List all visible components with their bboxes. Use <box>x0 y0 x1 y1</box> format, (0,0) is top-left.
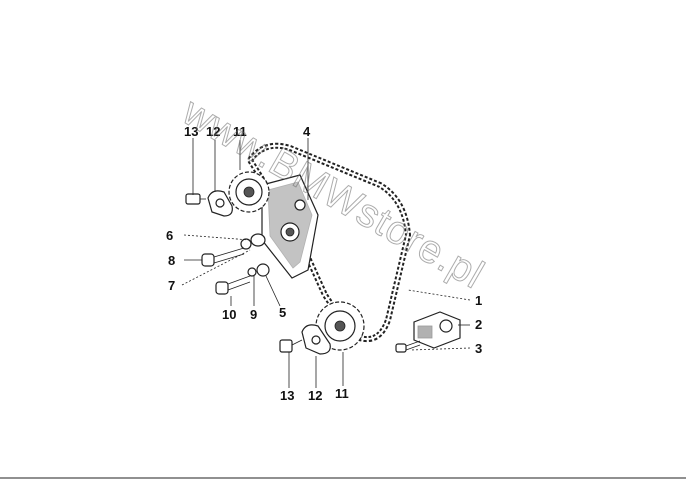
bolt-8 <box>201 247 245 267</box>
callout-8: 8 <box>168 253 175 268</box>
callout-3: 3 <box>475 341 482 356</box>
upper-sprocket <box>228 171 270 213</box>
callout-10: 10 <box>222 307 236 322</box>
callout-11-bottom: 11 <box>335 386 349 401</box>
upper-flange-plate <box>207 190 233 217</box>
callout-13-bottom: 13 <box>280 388 294 403</box>
callout-9: 9 <box>250 307 257 322</box>
callout-1: 1 <box>475 293 482 308</box>
upper-bolt <box>185 193 206 205</box>
tensioner-bolt <box>395 340 421 353</box>
chain-tensioner <box>413 311 461 349</box>
lower-bolt <box>279 339 303 353</box>
bolt-10 <box>215 275 251 295</box>
bushing-stack <box>240 233 270 277</box>
callout-13-top: 13 <box>184 124 198 139</box>
callout-5: 5 <box>279 305 286 320</box>
chain-guide-rail <box>261 174 319 279</box>
callout-4: 4 <box>303 124 311 139</box>
callout-6: 6 <box>166 228 173 243</box>
callout-12-bottom: 12 <box>308 388 322 403</box>
callout-7: 7 <box>168 278 175 293</box>
callout-12-top: 12 <box>206 124 220 139</box>
lower-sprocket <box>315 301 365 351</box>
callout-2: 2 <box>475 317 482 332</box>
lower-flange-plate <box>301 324 331 355</box>
callout-11-top: 11 <box>233 124 247 139</box>
